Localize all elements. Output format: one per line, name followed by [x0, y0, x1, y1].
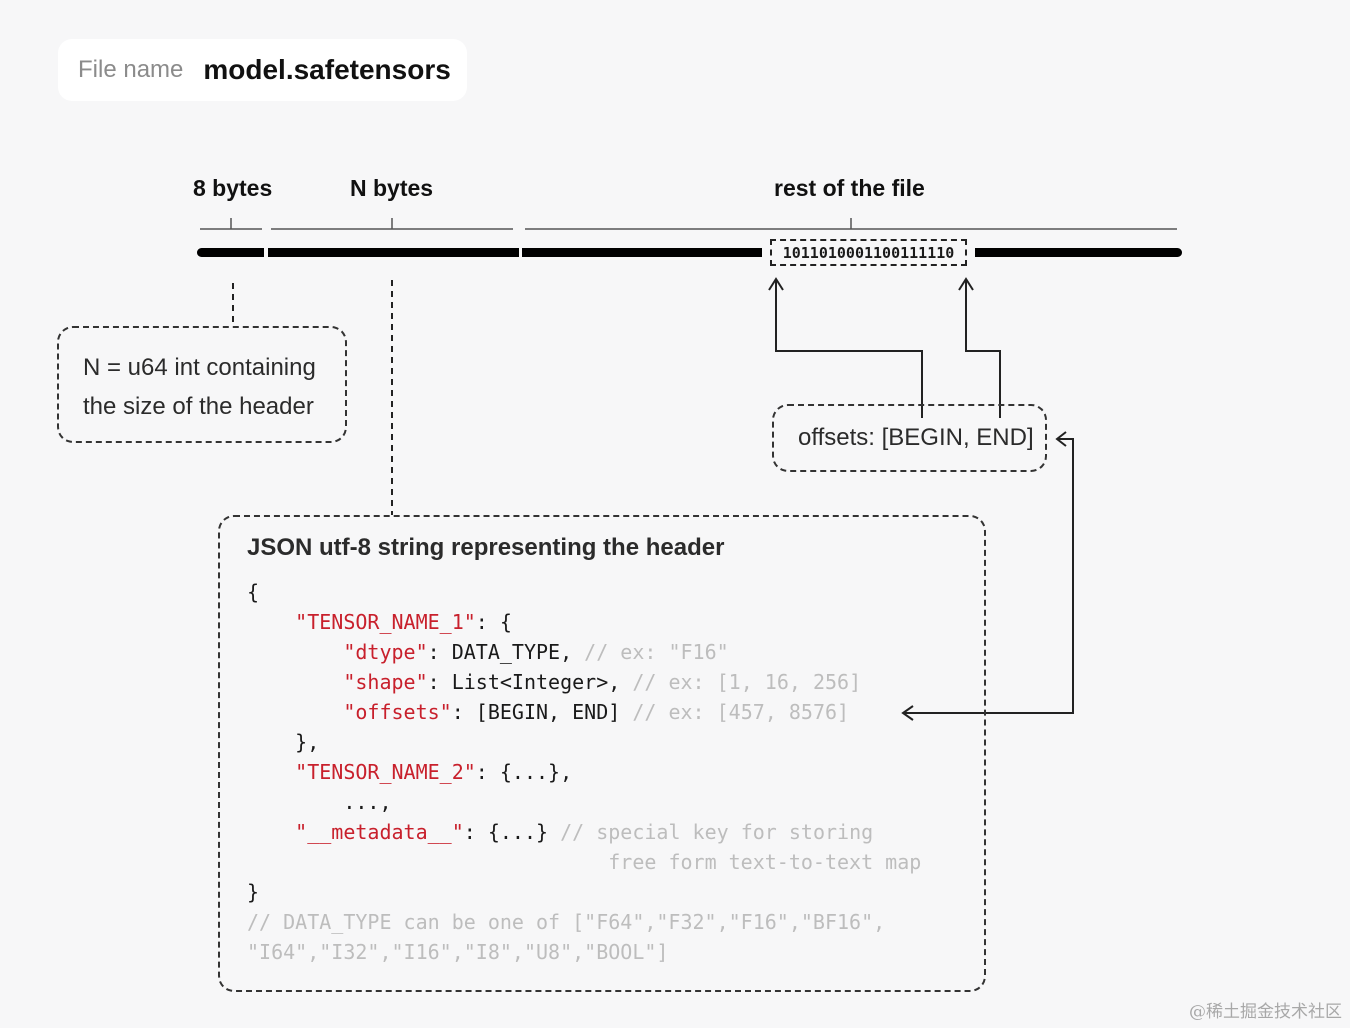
code-key: "shape" — [343, 670, 428, 694]
json-header-box — [218, 515, 986, 992]
code-text: : {...}, — [475, 760, 573, 784]
header-size-bar — [197, 248, 264, 257]
code-key: "TENSOR_NAME_1" — [295, 610, 476, 634]
header-size-note: N = u64 int containing the size of the h… — [57, 326, 347, 443]
code-text: : DATA_TYPE, — [427, 640, 585, 664]
json-code-block: { "TENSOR_NAME_1": { "dtype": DATA_TYPE,… — [247, 577, 921, 967]
code-line: "shape": List<Integer>, // ex: [1, 16, 2… — [247, 667, 921, 697]
code-text: }, — [247, 730, 320, 754]
code-text — [247, 820, 295, 844]
code-text: { — [247, 580, 260, 604]
arrow-end-head — [958, 277, 974, 291]
json-header-title: JSON utf-8 string representing the heade… — [247, 534, 725, 561]
binary-sample-box: 1011010001100111110 — [770, 239, 967, 266]
data-bar-right — [975, 248, 1182, 257]
code-text — [247, 700, 343, 724]
segment-label-8-bytes: 8 bytes — [193, 175, 273, 201]
code-line: free form text-to-text map — [247, 847, 921, 877]
header-size-note-line1: N = u64 int containing — [83, 354, 316, 381]
code-line: ..., — [247, 787, 921, 817]
watermark: @稀土掘金技术社区 — [1189, 1002, 1342, 1022]
filename-card: File name model.safetensors — [58, 39, 467, 101]
arrow-end — [965, 280, 1001, 418]
code-text: : { — [475, 610, 512, 634]
code-line: // DATA_TYPE can be one of ["F64","F32",… — [247, 907, 921, 937]
code-line: "TENSOR_NAME_2": {...}, — [247, 757, 921, 787]
arrow-begin — [775, 280, 923, 418]
code-key: "TENSOR_NAME_2" — [295, 760, 476, 784]
code-line: }, — [247, 727, 921, 757]
code-text: : List<Integer>, — [427, 670, 633, 694]
segment-label-rest-of-file: rest of the file — [774, 175, 925, 201]
data-bar-left — [522, 248, 762, 257]
code-text — [247, 850, 608, 874]
code-text — [247, 640, 343, 664]
code-comment: free form text-to-text map — [608, 850, 922, 874]
offsets-note: offsets: [BEGIN, END] — [772, 404, 1047, 472]
code-comment: // special key for storing — [560, 820, 874, 844]
code-line: } — [247, 877, 921, 907]
code-text — [247, 670, 343, 694]
code-text — [247, 610, 295, 634]
code-line: "dtype": DATA_TYPE, // ex: "F16" — [247, 637, 921, 667]
header-json-bar — [268, 248, 519, 257]
arrow-offsets-head-left — [901, 705, 914, 721]
code-comment: // DATA_TYPE can be one of ["F64","F32",… — [247, 910, 886, 934]
code-line: "offsets": [BEGIN, END] // ex: [457, 857… — [247, 697, 921, 727]
code-key: "offsets" — [343, 700, 452, 724]
code-line: "__metadata__": {...} // special key for… — [247, 817, 921, 847]
code-comment: // ex: "F16" — [584, 640, 729, 664]
code-key: "dtype" — [343, 640, 428, 664]
code-comment: // ex: [1, 16, 256] — [632, 670, 862, 694]
code-line: { — [247, 577, 921, 607]
code-comment: "I64","I32","I16","I8","U8","BOOL"] — [247, 940, 669, 964]
code-text: } — [247, 880, 260, 904]
code-text: : [BEGIN, END] — [451, 700, 633, 724]
arrow-offsets-head-right — [1055, 431, 1067, 447]
code-text: ..., — [247, 790, 392, 814]
arrow-offsets-link — [905, 438, 1074, 714]
code-text — [247, 760, 295, 784]
code-comment: // ex: [457, 8576] — [632, 700, 850, 724]
bracket-rest-of-file — [525, 218, 1177, 230]
filename-value: model.safetensors — [203, 54, 451, 85]
code-text: : {...} — [463, 820, 561, 844]
filename-label: File name — [78, 56, 184, 83]
bracket-8-bytes — [200, 218, 262, 230]
code-line: "I64","I32","I16","I8","U8","BOOL"] — [247, 937, 921, 967]
segment-label-n-bytes: N bytes — [350, 175, 434, 201]
header-size-note-line2: the size of the header — [83, 393, 314, 420]
bracket-n-bytes — [271, 218, 513, 230]
code-key: "__metadata__" — [295, 820, 464, 844]
code-line: "TENSOR_NAME_1": { — [247, 607, 921, 637]
arrow-begin-head — [768, 277, 784, 291]
